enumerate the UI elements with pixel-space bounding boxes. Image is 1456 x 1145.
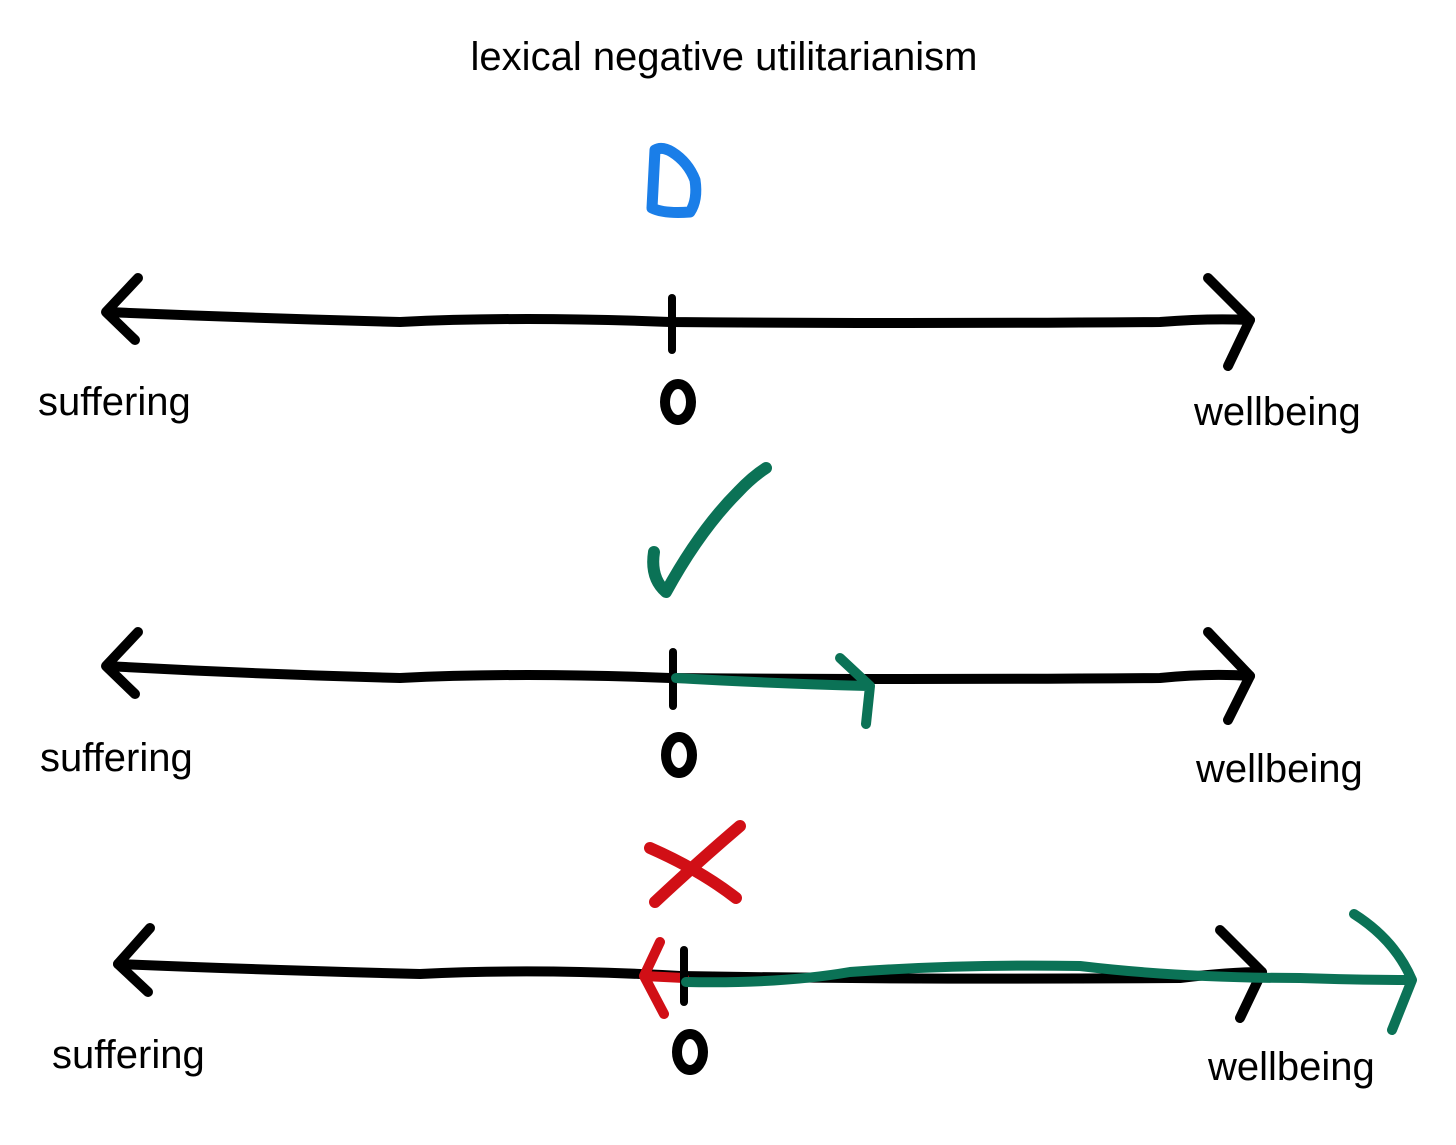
row-3-wellbeing-label: wellbeing [1207, 1045, 1375, 1089]
row-2-zero-glyph [661, 732, 697, 778]
row-2-small-wellbeing-arrow [671, 653, 875, 729]
row-2-verdict-check-icon [647, 462, 772, 598]
row-3-left-arrowhead [113, 923, 155, 997]
row-2-scale: 0 suffering wellbeing [40, 462, 1363, 791]
row-1-scale: 0 suffering wellbeing [38, 142, 1361, 434]
diagram-title: lexical negative utilitarianism [471, 35, 978, 79]
row-1-right-arrowhead [1203, 273, 1255, 371]
row-1-wellbeing-label: wellbeing [1193, 390, 1361, 434]
row-2-right-arrowhead [1203, 627, 1255, 725]
row-2-left-arrowhead [101, 627, 143, 699]
row-3-verdict-cross-icon [644, 820, 746, 908]
row-1-left-arrowhead [101, 273, 143, 345]
row-1-axis-line [102, 307, 1255, 328]
row-3-right-arrowhead [1215, 925, 1267, 1023]
row-3-large-wellbeing-arrow [681, 909, 1417, 1035]
row-2-suffering-label: suffering [40, 736, 193, 780]
row-3-scale: 0 suffering wellbeing [52, 820, 1417, 1089]
row-3-small-suffering-arrow [639, 937, 689, 1019]
row-1-verdict-d-icon [646, 142, 702, 218]
row-2-wellbeing-label: wellbeing [1195, 747, 1363, 791]
row-3-zero-glyph [672, 1029, 708, 1075]
row-1-suffering-label: suffering [38, 380, 191, 424]
row-3-suffering-label: suffering [52, 1033, 205, 1077]
row-1-zero-glyph [660, 379, 696, 425]
